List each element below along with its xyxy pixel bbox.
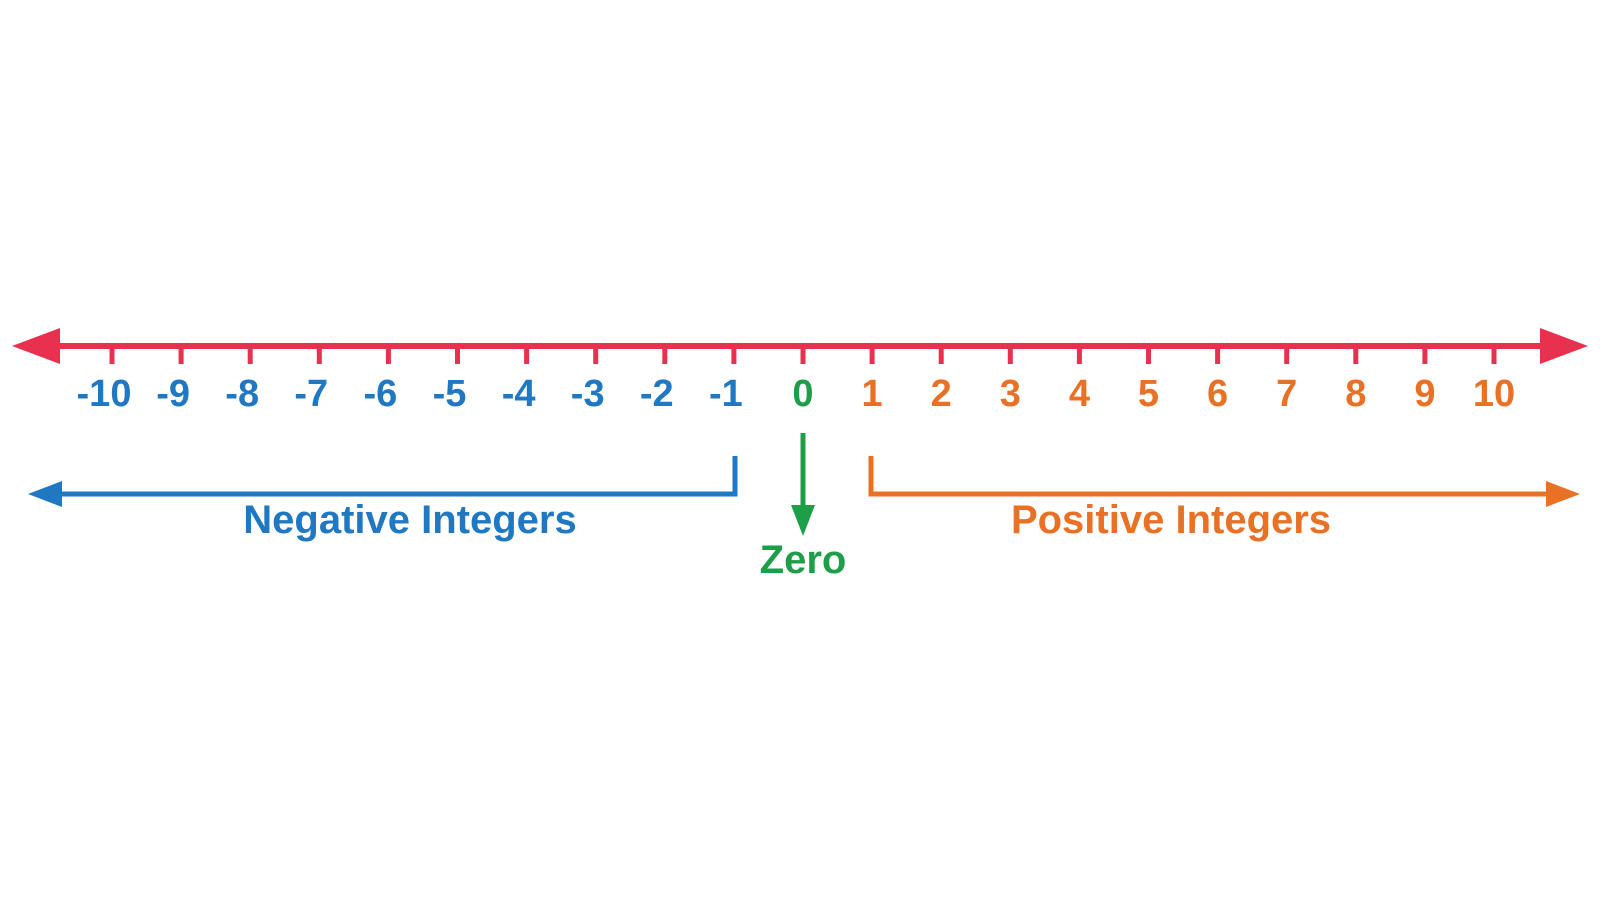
positive-right-arrowhead [1546, 481, 1580, 507]
tick-label: 8 [1345, 373, 1366, 415]
tick-label: 9 [1414, 373, 1435, 415]
axis-left-arrowhead [12, 328, 60, 364]
negative-integers-indicator: Negative Integers [28, 456, 738, 542]
tick-label: 6 [1207, 373, 1228, 415]
tick-label: -2 [640, 373, 674, 415]
positive-integers-label: Positive Integers [1011, 498, 1331, 542]
tick-label: 2 [931, 373, 952, 415]
tick-label: 0 [792, 373, 813, 415]
tick-label: -4 [502, 373, 536, 415]
tick-label: -7 [294, 373, 328, 415]
negative-left-arrowhead [28, 481, 62, 507]
tick-label: 5 [1138, 373, 1159, 415]
positive-bracket-line [868, 456, 1552, 497]
number-line-axis [12, 328, 1588, 364]
tick-label: -9 [156, 373, 190, 415]
tick-label: -8 [225, 373, 259, 415]
tick-label: -10 [77, 373, 132, 415]
tick-label: -3 [571, 373, 605, 415]
tick-label: 7 [1276, 373, 1297, 415]
negative-integers-label: Negative Integers [243, 498, 576, 542]
zero-indicator: Zero [760, 433, 847, 582]
tick-label: -6 [364, 373, 398, 415]
tick-label: 1 [862, 373, 883, 415]
tick-label: -1 [709, 373, 743, 415]
tick-label: 3 [1000, 373, 1021, 415]
tick-label: -5 [433, 373, 467, 415]
negative-bracket-line [55, 456, 738, 497]
axis-right-arrowhead [1540, 328, 1588, 364]
tick-label: 4 [1069, 373, 1090, 415]
tick-marks [109, 346, 1497, 364]
zero-down-arrowhead [791, 505, 815, 536]
zero-label: Zero [760, 538, 847, 582]
tick-label: 10 [1473, 373, 1515, 415]
positive-integers-indicator: Positive Integers [868, 456, 1580, 542]
